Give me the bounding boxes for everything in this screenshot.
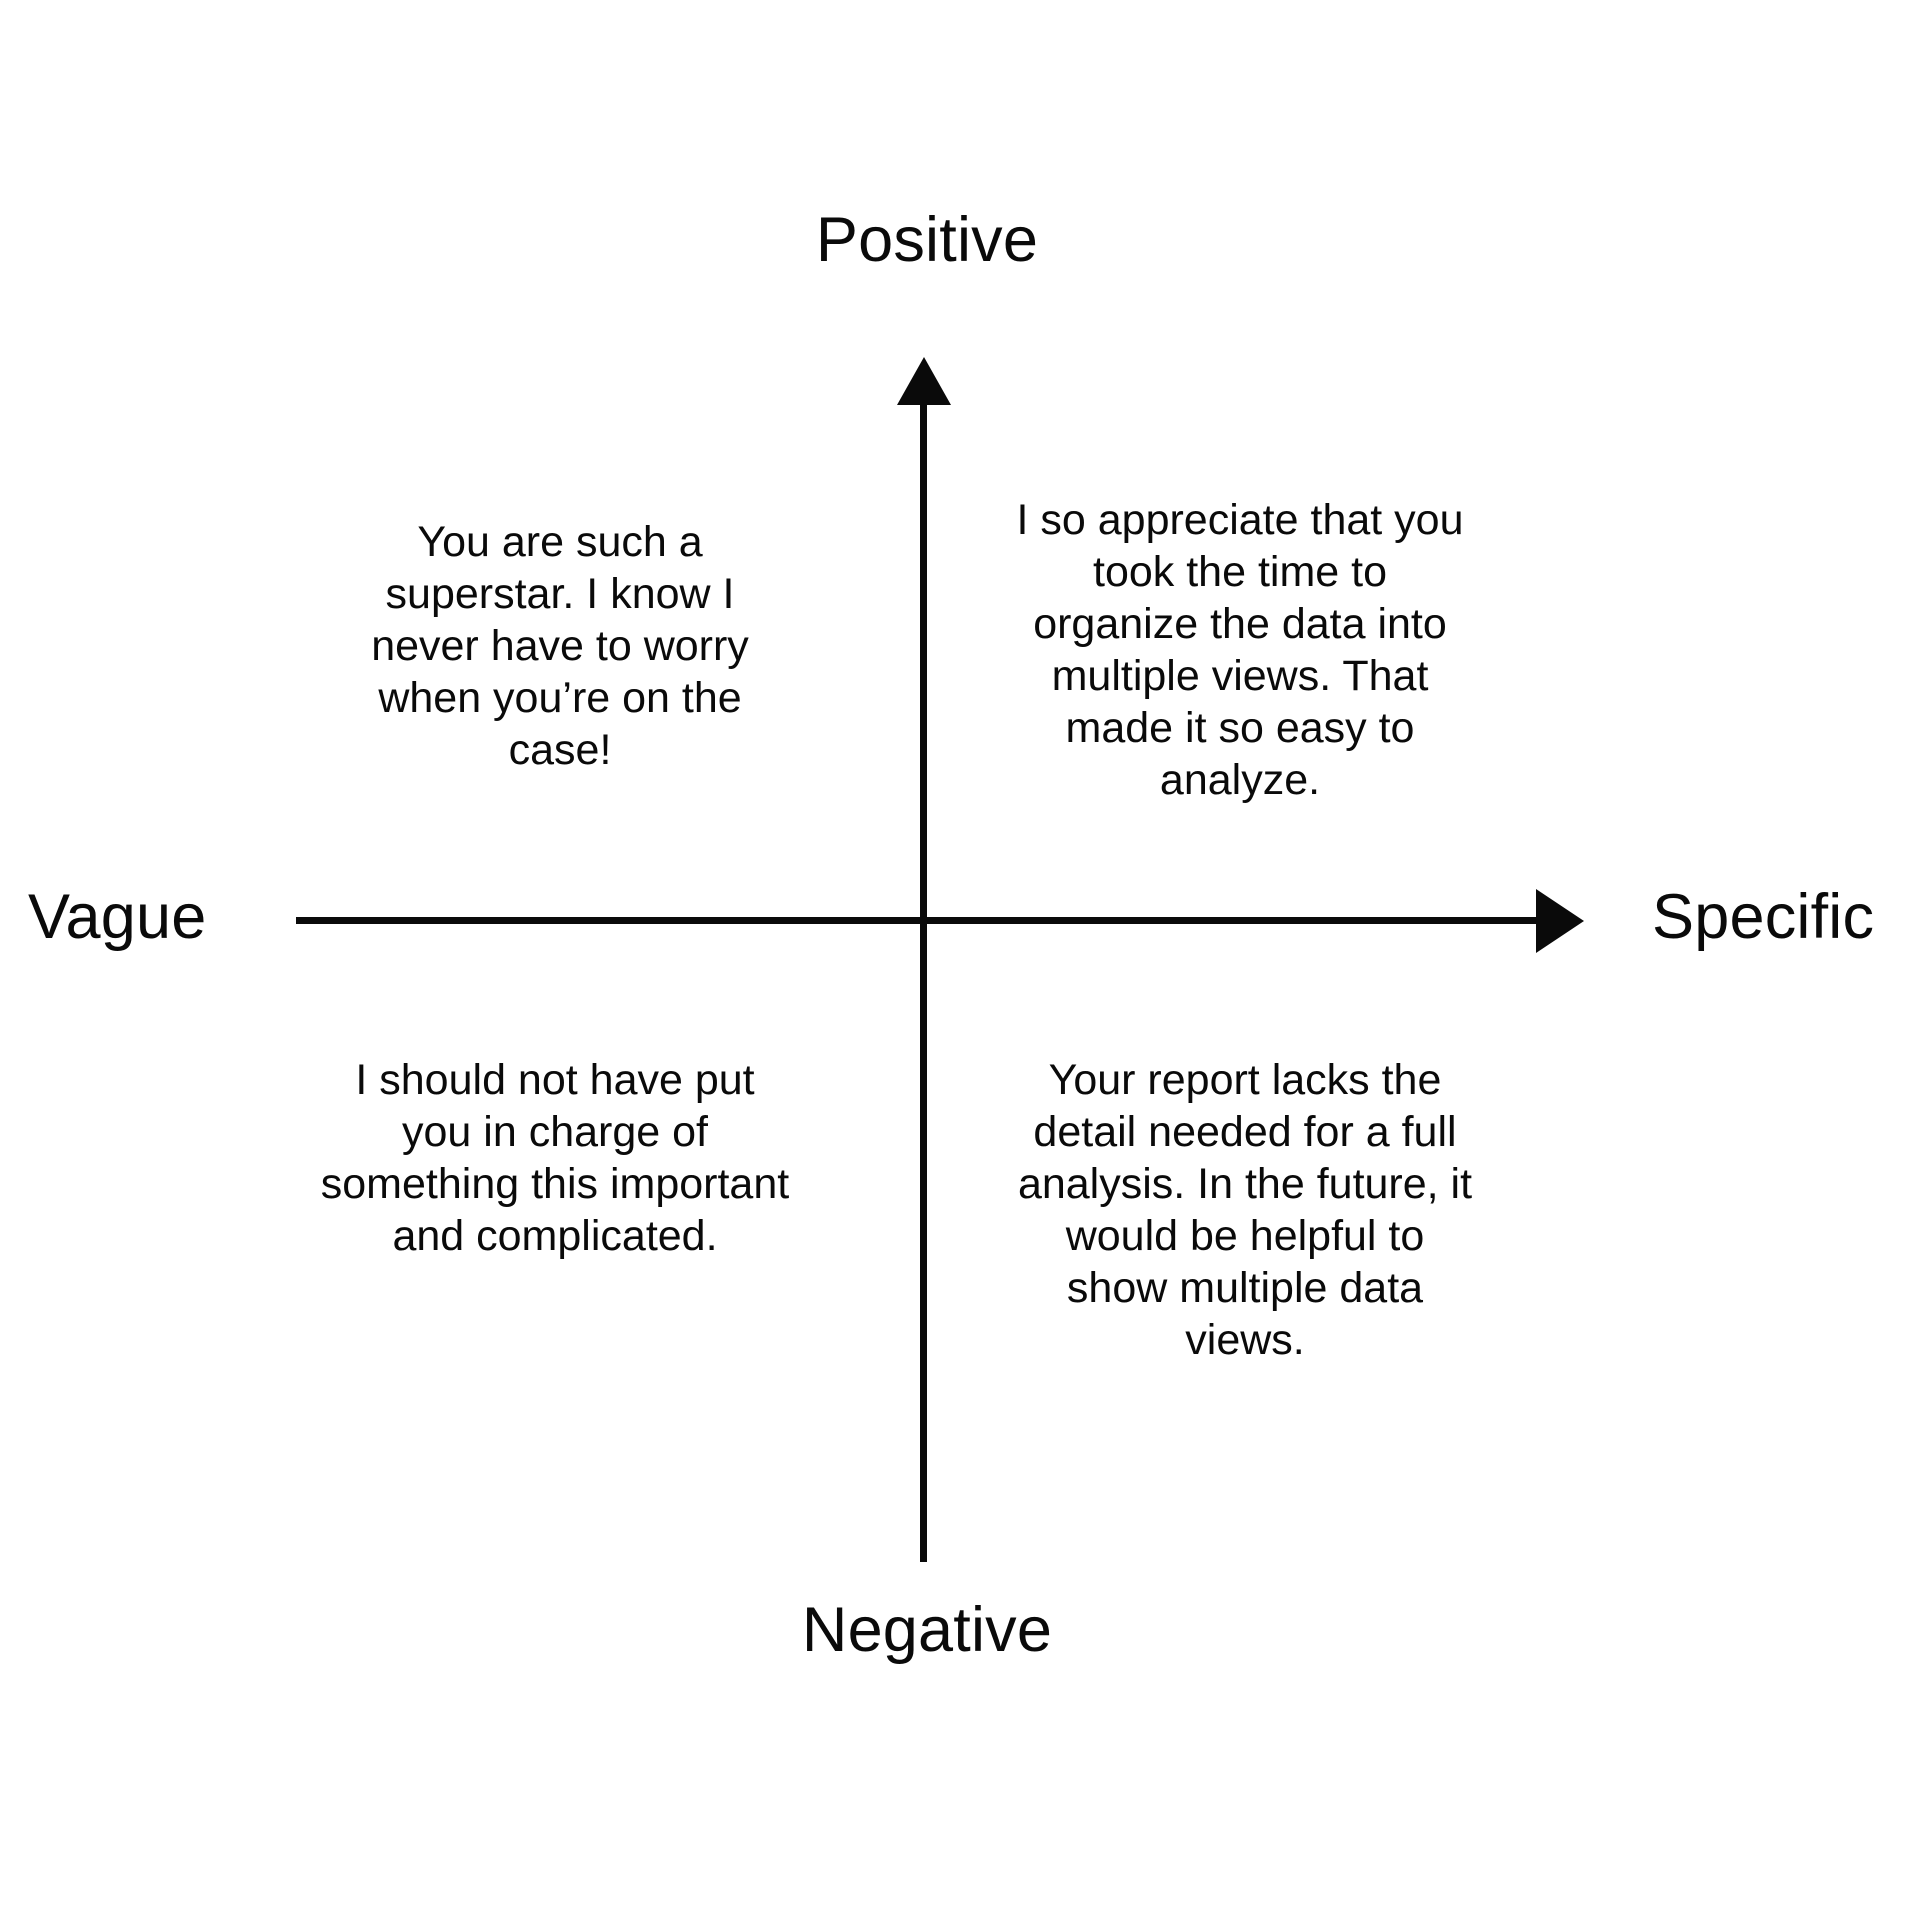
quadrant-text-vague-negative: I should not have put you in charge of s… <box>320 1056 790 1260</box>
arrow-right-icon <box>1536 889 1584 953</box>
axis-label-negative: Negative <box>801 1595 1053 1665</box>
axis-label-positive: Positive <box>815 205 1039 275</box>
axis-label-specific: Specific <box>1652 882 1875 952</box>
arrow-up-icon <box>897 357 951 405</box>
quadrant-text-specific-positive: I so appreciate that you took the time t… <box>1016 496 1464 804</box>
quadrant-text-vague-positive: You are such a superstar. I know I never… <box>371 518 749 774</box>
quadrant-text-specific-negative: Your report lacks the detail needed for … <box>1017 1056 1473 1364</box>
axis-label-vague: Vague <box>28 882 207 952</box>
vertical-axis-line <box>920 400 927 1562</box>
